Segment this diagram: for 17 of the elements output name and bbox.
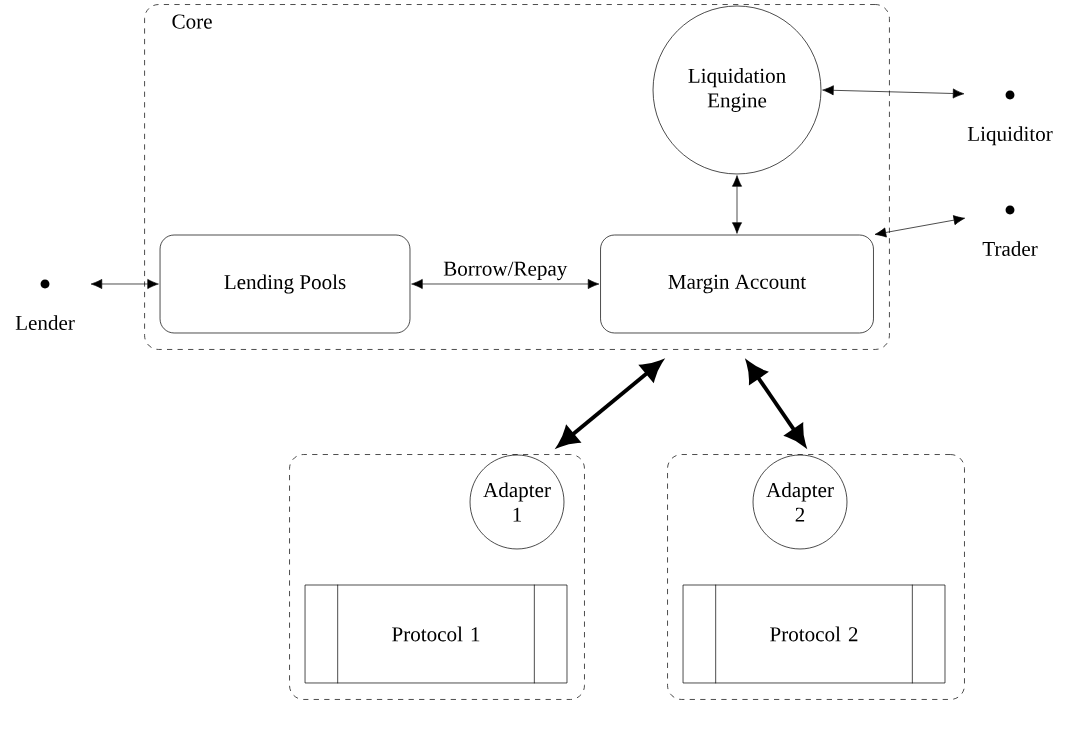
dashed-group-box: [667, 454, 965, 700]
arrow: [874, 215, 965, 238]
protocol-box: Protocol 2: [682, 584, 946, 684]
protocol-box: Protocol 1: [304, 584, 568, 684]
arrow: [90, 279, 159, 289]
edge-label: Borrow/Repay: [441, 259, 570, 282]
arrow: [732, 175, 742, 234]
process-box: Margin Account: [600, 234, 874, 334]
dashed-group-box: [289, 454, 585, 700]
arrow: [746, 361, 806, 447]
actor-label: Liquiditor: [967, 126, 1053, 146]
arrow: [557, 360, 663, 448]
arrow: [411, 279, 600, 289]
actor-label: Trader: [982, 241, 1038, 256]
process-box: Lending Pools: [159, 234, 411, 334]
arrow: [822, 85, 965, 99]
actor-label: Lender: [15, 315, 75, 330]
